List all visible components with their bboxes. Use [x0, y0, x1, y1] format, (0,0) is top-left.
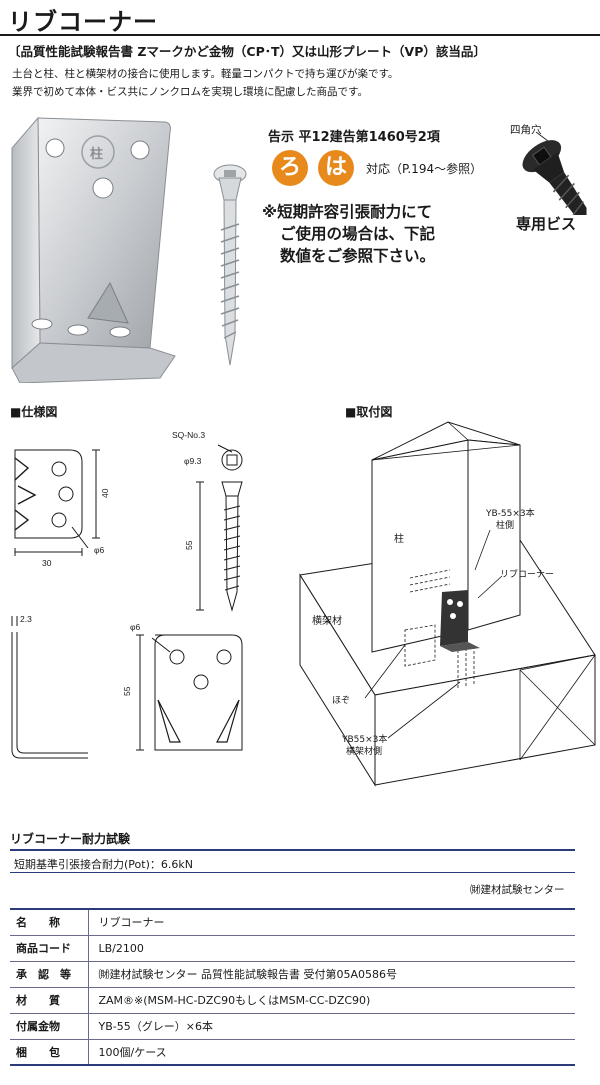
spec-value: ㈶建材試験センター 品質性能試験報告書 受付第05A0586号 [98, 968, 398, 981]
dim-height: 40 [100, 488, 110, 498]
spec-value: YB-55（グレー）×6本 [98, 1020, 213, 1033]
table-row: 承 認 等 ㈶建材試験センター 品質性能試験報告書 受付第05A0586号 [10, 961, 575, 987]
label-screw-bot-2: 横架材側 [346, 745, 382, 757]
spec-value: リブコーナー [98, 916, 165, 930]
test-divider [10, 849, 575, 851]
label-beam: 横架材 [312, 614, 342, 627]
table-row: 商品コード LB/2100 [10, 935, 575, 961]
label-post: 柱 [394, 532, 404, 545]
spec-key: 付属金物 [10, 1013, 89, 1039]
spec-key: 承 認 等 [10, 961, 89, 987]
screw-closeup [522, 131, 587, 215]
spec-drawing: 40 30 φ6 SQ-No.3 φ9.3 55 2.3 φ6 55 [11, 430, 243, 759]
spec-key: 商品コード [10, 935, 89, 961]
install-drawing: 柱 横架材 ほぞ YB-55×3本 柱側 リブコーナー YB55×3本 横架材側 [299, 421, 596, 787]
spec-value: LB/2100 [98, 941, 144, 955]
label-screw-top-2: 柱側 [496, 519, 514, 531]
notice-heading: 告示 平12建告第1460号2項 [268, 130, 440, 145]
spec-key: 材 質 [10, 987, 89, 1013]
table-row: 名 称 リブコーナー [10, 909, 575, 935]
table-row: 付属金物 YB-55（グレー）×6本 [10, 1013, 575, 1039]
badge-ro: ろ [272, 150, 308, 186]
label-screw-bot-1: YB55×3本 [341, 733, 387, 745]
dim-screw-len: 55 [184, 540, 194, 550]
intro-line-1: 土台と柱、柱と横架材の接合に使用します。軽量コンパクトで持ち運びが楽です。 [12, 68, 399, 80]
badge-suffix: 対応（P.194～参照） [366, 162, 483, 176]
test-heading: リブコーナー耐力試験 [10, 832, 131, 846]
spec-value: ZAM®※(MSM-HC-DZC90もしくはMSM-CC-DZC90) [98, 994, 371, 1007]
label-screw-top-1: YB-55×3本 [485, 507, 535, 519]
dim-hole: φ6 [94, 545, 105, 555]
install-drawing-label: ■取付図 [345, 405, 393, 419]
dim-hole2: φ6 [130, 622, 141, 632]
bracket-photo [11, 116, 176, 383]
title-divider [0, 34, 600, 36]
badge-ha: は [318, 150, 354, 186]
spec-value: 100個/ケース [98, 1045, 167, 1059]
label-tenon: ほぞ [332, 695, 350, 706]
test-organization: ㈶建材試験センター [470, 884, 565, 896]
dim-head: φ9.3 [184, 456, 202, 466]
note-line-3: 数値をご参照下さい。 [280, 247, 436, 265]
dim-width: 30 [42, 558, 52, 568]
spec-key: 梱 包 [10, 1039, 89, 1065]
test-result: 短期基準引張接合耐力(Pot)：6.6kN [14, 858, 193, 871]
bracket-stamp: 柱 [90, 147, 104, 162]
table-row: 梱 包 100個/ケース [10, 1039, 575, 1065]
spec-drawing-label: ■仕様図 [10, 405, 58, 419]
test-divider-2 [10, 872, 575, 873]
label-part: リブコーナー [500, 568, 554, 580]
page-title: リブコーナー [8, 8, 158, 36]
screw-photo [213, 164, 247, 366]
page-subtitle: 〔品質性能試験報告書 Zマークかど金物（CP･T）又は山形プレート（VP）該当品… [8, 44, 486, 59]
screw-socket-label: 四角穴 [510, 124, 542, 136]
dim-sq: SQ-No.3 [172, 430, 205, 440]
intro-line-2: 業界で初めて本体・ビス共にノンクロムを実現し環境に配慮した商品です。 [12, 86, 368, 98]
spec-key: 名 称 [10, 909, 89, 935]
spec-table: 名 称 リブコーナー 商品コード LB/2100 承 認 等 ㈶建材試験センター… [10, 908, 575, 1066]
dim-thick: 2.3 [20, 614, 32, 624]
dim-height2: 55 [122, 686, 132, 696]
note-line-2: ご使用の場合は、下記 [280, 225, 436, 243]
table-row: 材 質 ZAM®※(MSM-HC-DZC90もしくはMSM-CC-DZC90) [10, 987, 575, 1013]
note-line-1: ※短期許容引張耐力にて [262, 203, 433, 221]
screw-title: 専用ビス [516, 215, 577, 233]
